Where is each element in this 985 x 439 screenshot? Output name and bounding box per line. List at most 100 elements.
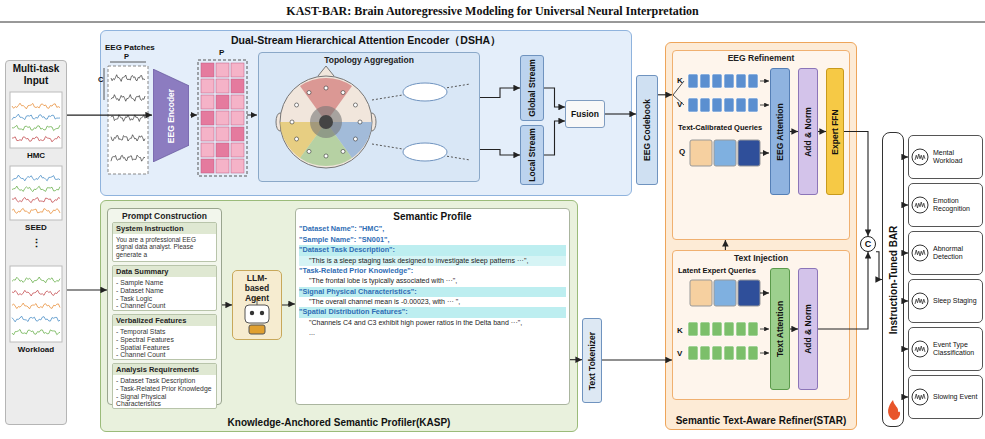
- node-title: LLM-based Agent: [236, 273, 278, 303]
- patch-frame: [104, 62, 148, 174]
- query-icon: [738, 280, 760, 306]
- token-block: [748, 346, 758, 360]
- refiner-panel: EEG AttentionAdd & NormExpert FFNEEG Ref…: [665, 42, 857, 430]
- token-block: [712, 74, 722, 88]
- head-topology: [372, 84, 470, 100]
- robot-icon: [245, 297, 269, 334]
- node-text: - Spectral Features: [116, 336, 213, 344]
- token-block: [688, 322, 698, 336]
- node-text: "Channels C4 and C3 exhibit high power r…: [299, 318, 566, 328]
- token-block: [688, 74, 698, 88]
- token-cell: [231, 143, 244, 157]
- flow-arrow: [904, 252, 908, 253]
- flow-arrow: [222, 304, 232, 305]
- task-box: Slowing Event: [908, 375, 983, 419]
- patch-frame: [110, 62, 146, 63]
- robot-icon: [255, 297, 259, 301]
- flow-arrow: [602, 359, 672, 360]
- electrode-dot: [341, 91, 345, 95]
- electrode-dot: [353, 103, 357, 107]
- token-cell: [231, 159, 244, 173]
- eeg-trace: [111, 115, 145, 122]
- flow-arrow: [904, 396, 908, 397]
- token-cell: [201, 111, 214, 125]
- head-topology: [300, 122, 352, 166]
- refinement-box: EEG AttentionAdd & NormExpert FFNEEG Ref…: [672, 50, 850, 240]
- part-label: EEG Patches: [105, 44, 155, 52]
- node-text: "The overall channel mean is -0.00023, w…: [299, 297, 566, 307]
- eeg-trace: [12, 136, 60, 142]
- norm-block: Add & Norm: [798, 68, 818, 195]
- electrode-dot: [307, 91, 311, 95]
- node-title: Global Stream: [527, 59, 537, 117]
- token-cell: [231, 95, 244, 109]
- node-title: Knowledge-Anchored Semantic Profiler(KAS…: [101, 417, 577, 428]
- patch-frame: [108, 66, 148, 174]
- head-topology: [319, 115, 333, 129]
- node-title: EEG Codebook: [642, 99, 652, 161]
- node-text: You are a professional EEG signal data a…: [116, 236, 213, 258]
- tokenizer-box: Text Tokenizer: [582, 318, 602, 403]
- node-text: "Dataset Task Description":: [299, 245, 566, 256]
- part-label: SEED: [25, 224, 47, 232]
- node-title: Analysis Requirements: [113, 364, 216, 375]
- part-label: Text-Calibrated Queries: [678, 124, 762, 132]
- token-block: [736, 346, 746, 360]
- node-text: - Channel Count: [116, 302, 213, 310]
- token-block: [712, 322, 722, 336]
- node-title: Prompt Construction: [111, 211, 218, 222]
- node-title: Verbalized Features: [113, 315, 216, 326]
- codebook-box: EEG Codebook: [636, 75, 658, 185]
- node-title: Local Stream: [527, 128, 537, 181]
- head-topology: [403, 143, 447, 161]
- node-text: - Spatial Features: [116, 344, 213, 352]
- token-cell: [201, 79, 214, 93]
- token-block: [736, 98, 746, 112]
- node-title: Slowing Event: [933, 393, 977, 401]
- node-title: EEG Attention: [775, 103, 785, 160]
- flow-arrow: [480, 150, 520, 156]
- electrode-dot: [358, 120, 362, 124]
- norm-block: Add & Norm: [798, 268, 818, 390]
- task-icon: [912, 293, 928, 309]
- flame-icon: [888, 400, 900, 420]
- node-text: "This is a sleep staging task designed t…: [299, 256, 566, 266]
- token-block: [736, 322, 746, 336]
- task-box: Emotion Recognition: [908, 183, 983, 227]
- eeg-trace: [111, 75, 145, 82]
- eeg-trace: [12, 208, 60, 213]
- token-block: [736, 74, 746, 88]
- eeg-trace: [12, 303, 60, 309]
- plot-frame: [10, 166, 62, 220]
- token-grid: [198, 60, 247, 176]
- flow-arrow: [67, 115, 152, 116]
- query-icon: [714, 280, 736, 306]
- token-cell: [216, 63, 229, 77]
- title-rule: [0, 22, 985, 23]
- token-cell: [201, 95, 214, 109]
- task-icon: [912, 341, 928, 357]
- task-box: Abnormal Detection: [908, 231, 983, 275]
- node-title: Semantic Profile: [299, 211, 566, 222]
- task-icon: [915, 394, 925, 400]
- node-title: Instruction-Tuned BAR: [888, 225, 899, 334]
- head-topology: [276, 66, 470, 168]
- node-title: EEG Refinement: [676, 53, 846, 64]
- robot-icon: [245, 305, 269, 323]
- token-cell: [231, 127, 244, 141]
- node-text: "Sample Name": "SN001",: [299, 235, 566, 246]
- token-cell: [216, 111, 229, 125]
- token-cell: [201, 63, 214, 77]
- node-title: Text Injection: [676, 253, 846, 264]
- flow-arrow: [190, 115, 197, 116]
- electrode-dot: [353, 137, 357, 141]
- node-title: Text Tokenizer: [587, 331, 597, 389]
- flow-arrow: [760, 81, 769, 82]
- node-text: - Temporal Stats: [116, 328, 213, 336]
- token-cell: [216, 159, 229, 173]
- node-text: - Task Logic: [116, 295, 213, 303]
- token-cell: [231, 79, 244, 93]
- encoder-panel: EEG EncoderTopology AggregationGlobal St…: [100, 30, 632, 196]
- token-cell: [216, 79, 229, 93]
- flow-arrow: [876, 252, 882, 280]
